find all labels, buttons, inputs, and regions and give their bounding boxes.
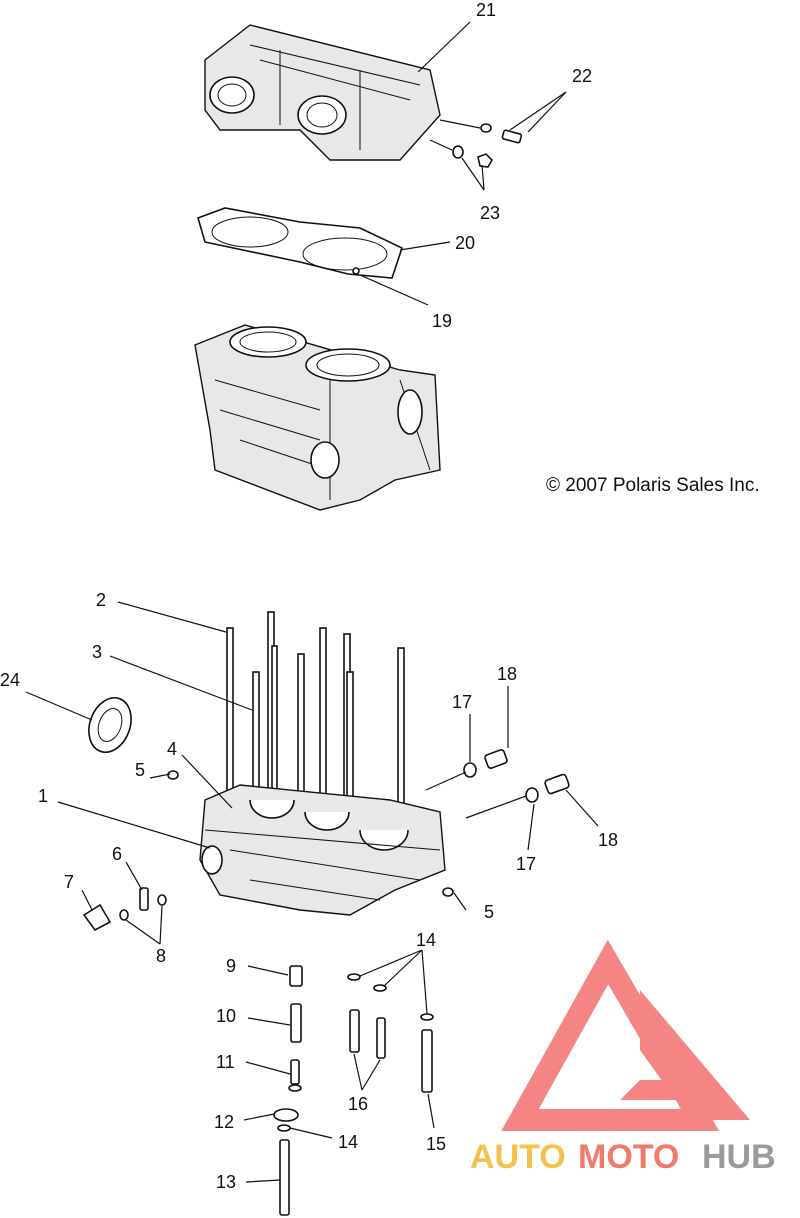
leader-lines — [25, 21, 599, 1183]
callout-18-bottom: 18 — [598, 830, 618, 850]
crankcase — [199, 784, 446, 916]
head-gasket — [197, 207, 403, 279]
callout-5-right: 5 — [484, 902, 494, 922]
small-hardware — [273, 965, 434, 1216]
watermark-hub: HUB — [702, 1138, 776, 1176]
head-fittings — [452, 123, 523, 168]
bolt-and-washers — [82, 887, 167, 932]
callout-12: 12 — [214, 1112, 234, 1132]
callout-10: 10 — [216, 1006, 236, 1026]
case-fittings — [463, 749, 570, 803]
automotohub-logo — [501, 939, 750, 1131]
copyright-notice: © 2007 Polaris Sales Inc. — [546, 475, 760, 496]
watermark-auto: AUTO — [470, 1138, 566, 1176]
callout-21: 21 — [476, 0, 496, 20]
callout-7: 7 — [64, 872, 74, 892]
callout-17-bottom: 17 — [516, 854, 536, 874]
callout-1: 1 — [38, 786, 48, 806]
callout-14-bottom: 14 — [338, 1132, 358, 1152]
callout-3: 3 — [92, 642, 102, 662]
crank-seal — [88, 697, 132, 753]
callout-18-top: 18 — [497, 664, 517, 684]
callout-23: 23 — [480, 203, 500, 223]
callout-11: 11 — [216, 1052, 235, 1072]
callout-5-left: 5 — [135, 760, 145, 780]
plug-right — [442, 887, 454, 897]
callout-24: 24 — [0, 670, 20, 690]
callout-4: 4 — [167, 739, 177, 759]
plug-left — [167, 770, 179, 780]
watermark-moto: MOTO — [578, 1138, 679, 1176]
callout-14-top: 14 — [416, 930, 436, 950]
cylinder-head — [204, 24, 441, 161]
callout-13: 13 — [216, 1172, 236, 1192]
callout-17-top: 17 — [452, 692, 472, 712]
callout-6: 6 — [112, 844, 122, 864]
callout-8: 8 — [156, 946, 166, 966]
callout-22: 22 — [572, 66, 592, 86]
cylinder-block — [194, 324, 441, 511]
callout-2: 2 — [96, 590, 106, 610]
callout-20: 20 — [455, 233, 475, 253]
callout-9: 9 — [226, 956, 236, 976]
callout-16: 16 — [348, 1094, 368, 1114]
callout-15: 15 — [426, 1134, 446, 1154]
callout-labels: 21 22 23 20 19 2 3 24 4 5 1 6 7 8 5 17 1… — [0, 0, 618, 1192]
callout-19: 19 — [432, 311, 452, 331]
